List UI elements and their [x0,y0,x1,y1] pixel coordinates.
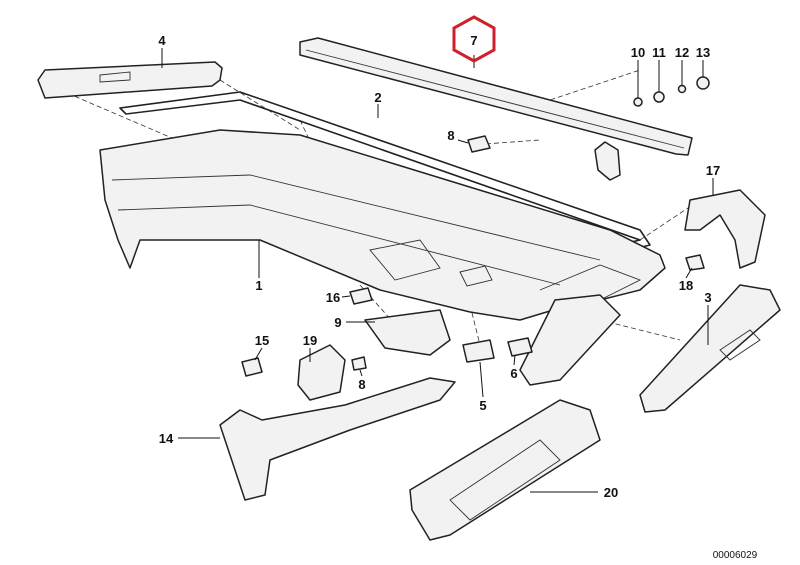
label-13[interactable]: 13 [696,45,710,60]
highlight-hexagon [452,15,496,63]
label-3[interactable]: 3 [704,290,711,305]
label-17[interactable]: 17 [706,163,720,178]
label-4[interactable]: 4 [158,33,166,48]
part-19-bracket[interactable] [297,344,346,401]
part-20-bracket[interactable] [409,399,601,541]
part-14-bracket[interactable] [219,377,456,501]
part-6-clip[interactable] [507,337,533,357]
label-8-lower[interactable]: 8 [358,377,365,392]
label-12[interactable]: 12 [675,45,689,60]
part-3-right-trim[interactable] [639,284,781,413]
label-20[interactable]: 20 [604,485,618,500]
part-18-clip[interactable] [685,254,705,271]
part-17-bracket[interactable] [684,189,766,269]
part-8-bolt-lower[interactable] [351,356,367,371]
label-9[interactable]: 9 [334,315,341,330]
part-5-clip[interactable] [462,339,495,363]
label-15[interactable]: 15 [255,333,269,348]
leader-lines [161,48,714,493]
label-5[interactable]: 5 [479,398,486,413]
part-1-bumper[interactable] [99,129,666,321]
label-1[interactable]: 1 [255,278,262,293]
label-16[interactable]: 16 [326,290,340,305]
part-13-nut[interactable] [696,76,710,90]
part-9-cover[interactable] [364,309,451,356]
label-14[interactable]: 14 [159,431,174,446]
label-11[interactable]: 11 [652,45,666,60]
part-11-washer[interactable] [653,91,665,103]
part-12-spring[interactable] [677,84,687,94]
label-7[interactable]: 7 [470,33,477,48]
part-labels: 4 7 10 11 12 13 2 8 17 1 16 9 18 3 15 19… [158,33,720,500]
part-8-bolt[interactable] [467,135,491,153]
label-19[interactable]: 19 [303,333,317,348]
label-6[interactable]: 6 [510,366,517,381]
label-2[interactable]: 2 [374,90,381,105]
part-10-screw[interactable] [633,97,643,107]
part-15-clip[interactable] [241,357,263,377]
part-7-molding-strip[interactable] [299,37,693,156]
label-18[interactable]: 18 [679,278,693,293]
part-16-clip[interactable] [349,287,373,305]
label-8[interactable]: 8 [447,128,454,143]
label-10[interactable]: 10 [631,45,645,60]
diagram-code: 00006029 [713,550,758,561]
